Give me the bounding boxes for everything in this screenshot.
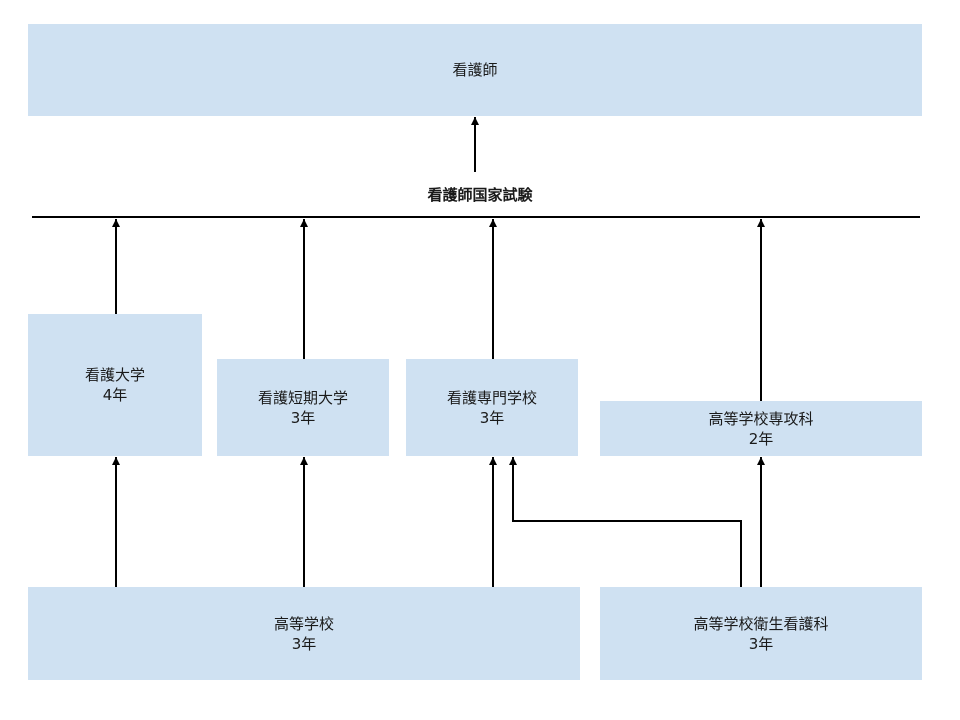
high-school-advanced-course-name: 高等学校専攻科 [708, 409, 814, 428]
nursing-junior-college-years: 3年 [290, 408, 316, 427]
high-school-nursing-course-box: 高等学校衛生看護科 3年 [600, 587, 922, 680]
nurse-box: 看護師 [28, 24, 922, 116]
high-school-nursing-course-name: 高等学校衛生看護科 [693, 614, 829, 633]
high-school-nursing-course-years: 3年 [748, 634, 774, 653]
high-school-name: 高等学校 [273, 614, 334, 633]
nursing-vocational-school-box: 看護専門学校 3年 [406, 359, 578, 456]
nursing-vocational-school-name: 看護専門学校 [446, 388, 537, 407]
nursing-junior-college-name: 看護短期大学 [257, 388, 348, 407]
exam-label: 看護師国家試験 [427, 186, 533, 204]
nursing-vocational-school-years: 3年 [479, 408, 505, 427]
high-school-box: 高等学校 3年 [28, 587, 580, 680]
high-school-years: 3年 [291, 634, 317, 653]
high-school-advanced-course-years: 2年 [748, 429, 774, 448]
high-school-advanced-course-box: 高等学校専攻科 2年 [600, 401, 922, 456]
nursing-junior-college-box: 看護短期大学 3年 [217, 359, 389, 456]
nursing-university-years: 4年 [102, 386, 128, 404]
nursing-university-box: 看護大学 4年 [28, 314, 202, 456]
nurse-label: 看護師 [452, 61, 498, 79]
nursing-university-name: 看護大学 [84, 366, 145, 384]
arrow-nursing-course-to-vocational [509, 457, 742, 587]
